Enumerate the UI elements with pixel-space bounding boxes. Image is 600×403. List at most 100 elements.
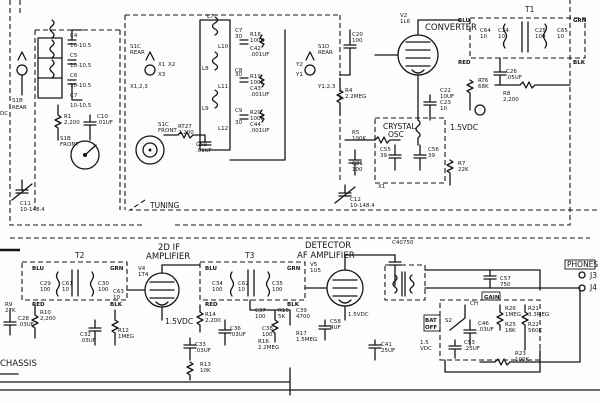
c57-value: 750 <box>500 282 511 288</box>
l7-label: L7 <box>207 14 214 20</box>
off-label: OFF <box>425 325 437 331</box>
r10-value: 2,200 <box>40 316 56 322</box>
c65-value: 10 <box>557 34 564 40</box>
r9-value: 27K <box>5 308 16 314</box>
r23-label: R23 <box>515 351 526 357</box>
crystal-oscillator-box <box>374 117 446 184</box>
c29-value: 100 <box>40 287 51 293</box>
c8-label: C8 <box>235 68 243 74</box>
r1-label: R1 <box>64 114 71 120</box>
r20-value: 100K <box>250 116 264 122</box>
c41-label: C41 <box>381 342 392 348</box>
r5-value: 100K <box>352 136 366 142</box>
s1d-rear-switch <box>304 64 316 76</box>
c7b-value: 30 <box>235 34 242 40</box>
c32-label: C32 <box>80 332 91 338</box>
r18-label: R18 <box>250 32 261 38</box>
c26-label: C26 <box>506 69 517 75</box>
c64-label: C64 <box>480 28 491 34</box>
r8-value: 2,200 <box>503 97 519 103</box>
c7b-label: C7 <box>235 28 243 34</box>
t1-blk: BLK <box>573 60 586 66</box>
c62-value: 10 <box>238 287 245 293</box>
c65-label: C65 <box>557 28 568 34</box>
r9-label: R9 <box>5 302 13 308</box>
c53-value: .25UF <box>464 346 480 352</box>
l11-label: L11 <box>218 84 228 90</box>
r4-value: 2.2MEG <box>345 94 366 100</box>
r5-label: R5 <box>352 130 360 136</box>
c57-label: C57 <box>500 276 511 282</box>
c33-label: C33 <box>195 342 206 348</box>
t2-blk: BLK <box>110 302 123 308</box>
c26-value: .05UF <box>506 75 522 81</box>
l8-label: L8 <box>202 66 209 72</box>
j4-label: J4 <box>589 283 597 292</box>
r20-label: R20 <box>250 110 261 116</box>
c24-value: 10 <box>498 34 505 40</box>
c11-label: C11 <box>20 201 31 207</box>
c7-value: 10-10.5 <box>70 103 92 109</box>
t2-box <box>21 261 128 301</box>
c11-value: 10-148.4 <box>20 207 45 213</box>
c21-value: 100 <box>352 167 363 173</box>
r17-value: 1.5MEG <box>296 337 317 343</box>
c20-label: C20 <box>352 32 363 38</box>
c21-label: C21 <box>352 161 363 167</box>
if2-title2: AMPLIFIER <box>146 252 190 262</box>
v5-label: V5 <box>310 262 318 268</box>
c5-label: C5 <box>70 53 78 59</box>
c42-label: C42 <box>250 46 261 52</box>
converter-title: CONVERTER <box>425 23 477 33</box>
r22-label: R22 <box>528 322 539 328</box>
v2-type: 1L6 <box>400 19 411 25</box>
c20-value: 100 <box>352 38 363 44</box>
r14-label: R14 <box>205 312 216 318</box>
s2-label: S2 <box>445 318 452 324</box>
c40-value: 750 <box>403 240 414 246</box>
j3-label: J3 <box>589 271 597 280</box>
r21-value: 3.3MEG <box>528 312 549 318</box>
output-section: PHONES J3 J4 C57 750 GAIN BAT OFF S2 CH … <box>420 259 598 373</box>
t2-red: RED <box>32 302 45 308</box>
c32-value: .03UF <box>80 338 96 344</box>
if2-title: 2D IF <box>158 243 180 253</box>
r1-value: 2,200 <box>64 120 80 126</box>
c43-value: .001UF <box>250 92 269 98</box>
r26-value: 1MEG <box>505 312 521 318</box>
s1d-y2: Y2 <box>295 62 303 68</box>
c30-value: 100 <box>98 287 109 293</box>
c10-label: C10 <box>97 114 108 120</box>
r23-value: 100K <box>515 357 529 363</box>
s1d-rear-sub: REAR <box>318 50 333 56</box>
t2-title: T2 <box>74 251 85 260</box>
r15-value: 5K <box>278 314 285 320</box>
r17-label: R17 <box>296 331 307 337</box>
if2-vdc: 1.5VDC <box>165 317 193 326</box>
c61-label: C61 <box>62 281 73 287</box>
c56-label: C56 <box>428 147 439 153</box>
second-if-amplifier: 2D IF AMPLIFIER V4 1T4 1.5VDC R14 2,200 … <box>126 243 246 381</box>
dc-label: DC <box>0 111 8 117</box>
r26-label: R26 <box>505 306 516 312</box>
rf-coils <box>199 16 286 161</box>
s1c-front-sub: FRONT <box>158 128 177 134</box>
r14-value: 2,200 <box>205 318 221 324</box>
r25-label: R25 <box>505 322 516 328</box>
r16-value: 2.2MEG <box>258 345 279 351</box>
c6-value: 10-10.5 <box>70 83 92 89</box>
r21-label: R21 <box>528 306 539 312</box>
c63-label: C63 <box>113 289 124 295</box>
c9-value: 30 <box>235 120 242 126</box>
c5-value: 10-10.5 <box>70 63 92 69</box>
s1c-rear-sub: REAR <box>130 50 145 56</box>
switch-wafer-rear <box>16 64 28 76</box>
antenna-coil-section: C4 10-10.5 C5 10-10.5 C6 10-10.5 C7 10-1… <box>0 0 121 213</box>
c33-value: .03UF <box>195 348 211 354</box>
c25-label: C25 <box>535 28 546 34</box>
c39-value: 4700 <box>296 314 310 320</box>
converter-section: S1D REAR Y2 Y1 Y1,2,3 R4 2.2MEG C20 100 … <box>295 13 478 209</box>
t2-transformer: T2 BLU GRN RED BLK C29 100 C61 10 C30 10… <box>3 251 134 346</box>
